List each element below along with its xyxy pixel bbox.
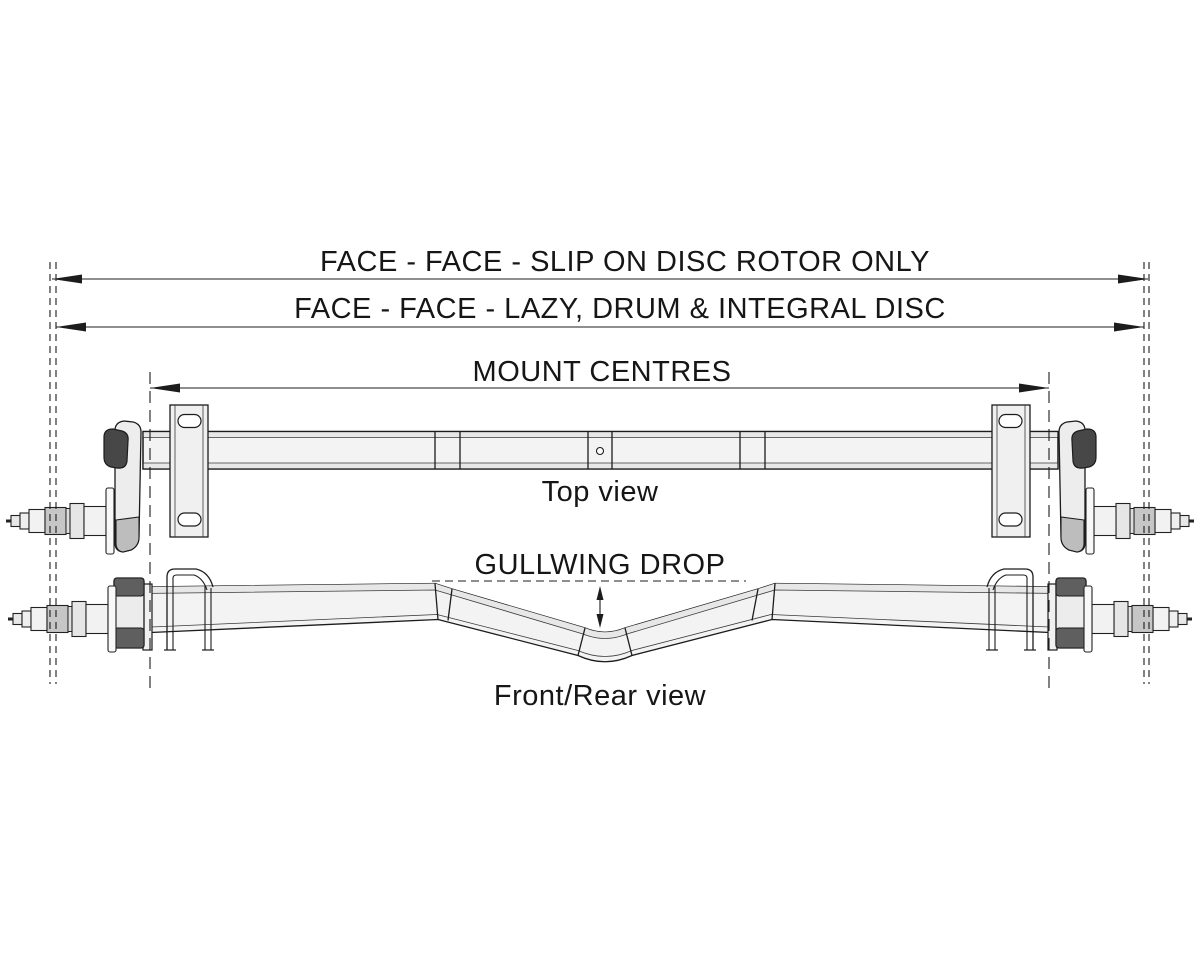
dimension-face-slip-on: FACE - FACE - SLIP ON DISC ROTOR ONLY xyxy=(52,246,1148,284)
dimension-layer: FACE - FACE - SLIP ON DISC ROTOR ONLY FA… xyxy=(49,246,1150,712)
dimension-label-lazy-drum: FACE - FACE - LAZY, DRUM & INTEGRAL DISC xyxy=(294,293,946,325)
beam-top-face xyxy=(143,431,1058,438)
beam-weld-seams xyxy=(434,431,766,469)
dimension-mount-centres: MOUNT CENTRES xyxy=(150,356,1049,393)
gullwing-drop-callout: GULLWING DROP xyxy=(432,549,746,628)
dimension-face-lazy-drum: FACE - FACE - LAZY, DRUM & INTEGRAL DISC xyxy=(56,293,1144,332)
top-view-drawing xyxy=(142,430,1059,470)
dimension-label-slip-on: FACE - FACE - SLIP ON DISC ROTOR ONLY xyxy=(320,246,930,278)
front-beam-top-face xyxy=(140,583,1060,639)
beam-centre-hole xyxy=(595,446,605,456)
gullwing-drop-label: GULLWING DROP xyxy=(475,549,726,581)
front-rear-view-label: Front/Rear view xyxy=(494,680,707,712)
gullwing-drop-arrow xyxy=(596,586,604,628)
front-beam-bend-seams xyxy=(434,583,776,656)
dimension-label-mount-centres: MOUNT CENTRES xyxy=(473,356,732,388)
top-view-label: Top view xyxy=(542,476,659,508)
beam-bottom-face xyxy=(143,463,1058,469)
